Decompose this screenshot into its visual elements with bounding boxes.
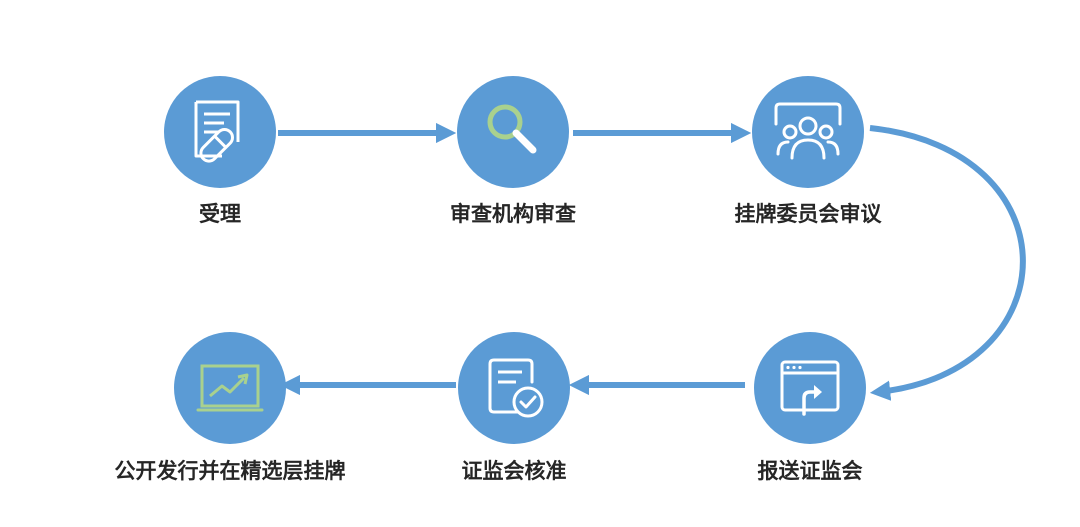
step-accept-circle (164, 76, 276, 188)
step-submission-circle (754, 332, 866, 444)
document-pen-icon (194, 100, 240, 163)
magnifier-icon (487, 104, 537, 154)
step-review-circle (457, 76, 569, 188)
arrow-committee-to-csrc-submission (869, 125, 1026, 401)
step-listing-label: 公开发行并在精选层挂牌 (114, 459, 346, 483)
step-committee-label: 挂牌委员会审议 (734, 202, 882, 226)
step-listing-circle (174, 332, 286, 444)
step-committee-circle (752, 76, 864, 188)
upload-window-icon (780, 360, 840, 416)
step-review-label: 审查机构审查 (450, 202, 576, 226)
step-submission-label: 报送证监会 (757, 459, 863, 483)
step-approval-label: 证监会核准 (461, 459, 567, 483)
committee-people-icon (774, 102, 842, 160)
stock-chart-monitor-icon (196, 364, 264, 412)
step-accept-label: 受理 (199, 202, 241, 226)
approved-document-icon (488, 358, 544, 418)
step-approval-circle (458, 332, 570, 444)
